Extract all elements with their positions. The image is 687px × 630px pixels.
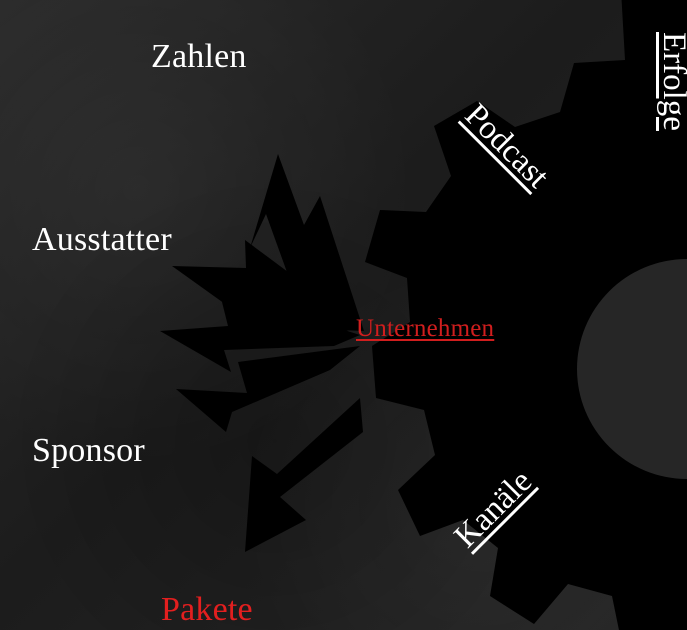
menu-item-pakete[interactable]: Pakete bbox=[161, 593, 253, 627]
menu-item-zahlen[interactable]: Zahlen bbox=[151, 40, 247, 74]
menu-item-sponsor[interactable]: Sponsor bbox=[32, 434, 145, 468]
arrow-icon bbox=[245, 398, 363, 552]
menu-item-ausstatter[interactable]: Ausstatter bbox=[32, 223, 172, 257]
gear-link-erfolge[interactable]: Erfolge bbox=[657, 32, 687, 131]
arrow-icon bbox=[176, 346, 360, 432]
gear-link-unternehmen[interactable]: Unternehmen bbox=[356, 316, 494, 341]
